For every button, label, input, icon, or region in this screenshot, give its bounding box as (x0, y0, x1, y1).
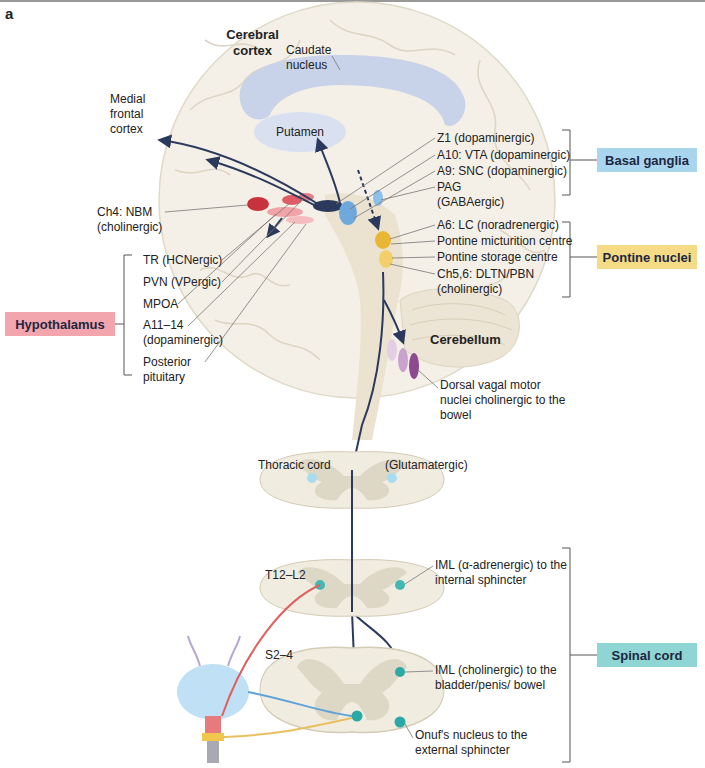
anatomy-label: Ch4: NBM (cholinergic) (97, 205, 169, 235)
anatomy-label: TR (HCNergic) (143, 253, 253, 268)
category-label: Hypothalamus (15, 317, 105, 332)
cord-dot (395, 580, 405, 590)
category-label: Pontine nuclei (603, 250, 692, 265)
anatomy-label: PAG (GABAergic) (437, 180, 515, 210)
anatomy-label: Cerebellum (430, 332, 530, 348)
pontine-nucleus (379, 250, 393, 268)
anatomy-label: IML (α-adrenergic) to the internal sphin… (435, 558, 570, 588)
pathway-arrows (160, 140, 403, 706)
anatomy-label: (Glutamatergic) (385, 458, 495, 473)
anatomy-label: A11–14 (dopaminergic) (143, 318, 235, 348)
external-sphincter (202, 733, 224, 741)
ureters (188, 636, 240, 666)
pag-nucleus (373, 190, 383, 206)
cerebellum (400, 289, 519, 367)
internal-sphincter (205, 716, 221, 734)
anatomy-label: S2–4 (265, 648, 325, 663)
brackets (115, 130, 597, 762)
vagal-nucleus (398, 348, 408, 372)
leader-lines (165, 56, 438, 738)
category-box: Spinal cord (597, 643, 697, 667)
anatomy-label: A9: SNC (dopaminergic) (437, 164, 587, 179)
anatomy-label: Onuf's nucleus to the external sphincter (415, 728, 550, 758)
anatomy-label: Cerebral cortex (215, 27, 290, 59)
anatomy-label: Caudate nucleus (286, 43, 346, 73)
nbm-nucleus (247, 197, 269, 211)
vta-snc-nucleus (339, 201, 357, 225)
anatomy-label: IML (cholinergic) to the bladder/penis/ … (435, 663, 570, 693)
anatomy-label: Putamen (276, 125, 336, 140)
anatomy-label: PVN (VPergic) (143, 275, 253, 290)
anatomy-label: Posterior pituitary (143, 355, 213, 385)
cord-dot (395, 667, 405, 677)
bladder (177, 664, 249, 720)
cord-dot (352, 711, 363, 722)
pelvic-nerve (248, 692, 352, 716)
vagal-nucleus (409, 353, 419, 379)
cord-dot (307, 473, 317, 483)
pudendal-nerve (224, 718, 352, 737)
category-box: Basal ganglia (597, 148, 697, 172)
anatomy-label: MPOA (143, 297, 223, 312)
anatomy-label: T12–L2 (265, 568, 325, 583)
sacral-cord (260, 647, 444, 732)
pontine-nucleus (375, 231, 391, 249)
cord-dot (387, 473, 397, 483)
panel-letter: a (5, 5, 35, 23)
anatomy-label: Pontine storage centre (437, 250, 587, 265)
anatomy-label: Z1 (dopaminergic) (437, 131, 567, 146)
vagal-nucleus (387, 339, 397, 361)
anatomy-label: A6: LC (noradrenergic) (437, 218, 587, 233)
putamen (254, 112, 346, 152)
urethra (207, 741, 219, 763)
anatomy-label: Thoracic cord (258, 458, 358, 473)
mpoa-nucleus (267, 207, 303, 217)
anatomy-label: Pontine micturition centre (437, 234, 597, 249)
anatomy-label: Dorsal vagal motor nuclei cholinergic to… (440, 378, 570, 423)
cord-dot (395, 717, 406, 728)
anatomy-label: Ch5,6: DLTN/PBN (cholinergic) (437, 267, 549, 297)
a11-nucleus (286, 216, 314, 224)
caudate-nucleus (240, 55, 466, 126)
anatomy-label: Medial frontal cortex (110, 92, 160, 137)
category-label: Spinal cord (612, 648, 683, 663)
descending-tract (351, 470, 353, 612)
category-label: Basal ganglia (605, 153, 689, 168)
category-box: Hypothalamus (5, 312, 115, 336)
brainstem (325, 193, 403, 440)
category-box: Pontine nuclei (597, 245, 697, 269)
anatomy-label: A10: VTA (dopaminergic) (437, 148, 587, 163)
cortex-folds (175, 20, 545, 360)
